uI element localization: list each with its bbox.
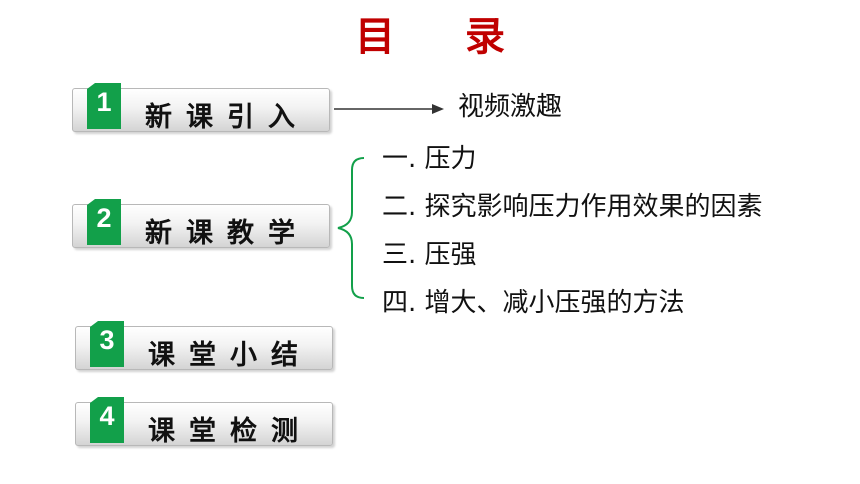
- menu-label: 新课引入: [145, 102, 309, 133]
- badge-4: 4: [90, 397, 124, 443]
- badge-3: 3: [90, 321, 124, 367]
- menu-button-teaching[interactable]: 2 新课教学: [72, 199, 330, 249]
- menu-label: 课堂小结: [148, 340, 312, 371]
- teaching-item-1: 一. 压力: [382, 144, 477, 174]
- page-title: 目 录: [355, 14, 533, 60]
- teaching-item-3: 三. 压强: [382, 240, 477, 270]
- menu-button-intro[interactable]: 1 新课引入: [72, 83, 330, 133]
- badge-1: 1: [87, 83, 121, 129]
- menu-label: 课堂检测: [148, 416, 312, 447]
- menu-button-summary[interactable]: 3 课堂小结: [75, 321, 333, 371]
- curly-brace-icon: [337, 157, 365, 299]
- arrow-head-icon: [432, 104, 444, 114]
- menu-label: 新课教学: [145, 218, 309, 249]
- menu-button-test[interactable]: 4 课堂检测: [75, 397, 333, 447]
- teaching-item-4: 四. 增大、减小压强的方法: [382, 288, 685, 318]
- intro-target-text: 视频激趣: [458, 92, 563, 122]
- teaching-item-2: 二. 探究影响压力作用效果的因素: [382, 192, 763, 222]
- badge-2: 2: [87, 199, 121, 245]
